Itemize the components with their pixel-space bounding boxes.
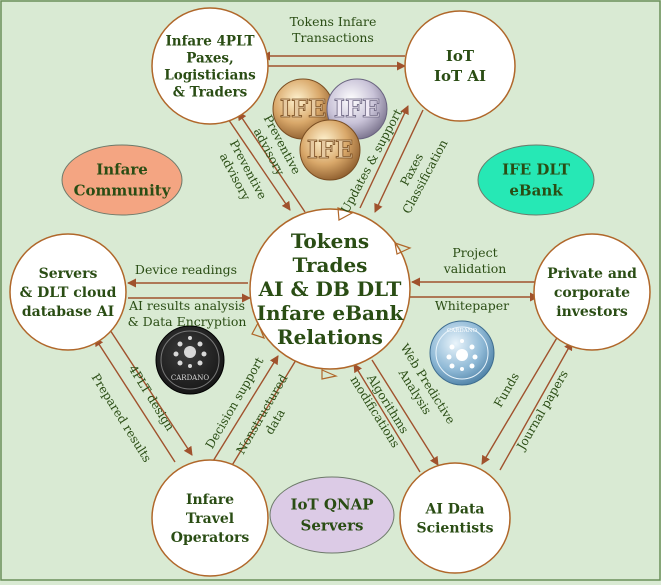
text-line: IoT AI — [434, 67, 486, 85]
ife-coin-right-label: IFE — [334, 94, 381, 123]
label-device-readings: Device readings — [135, 262, 237, 277]
node-investors: Private and corporate investors — [533, 233, 651, 351]
cardano-label: CARDANO — [171, 374, 209, 382]
label-ai-results-analysis: AI results analysis& Data Encryption — [128, 298, 247, 329]
relation-arrows — [94, 51, 573, 473]
cardano-coin-dark: CARDANO — [155, 325, 225, 395]
text-line: Relations — [277, 325, 383, 349]
text-line: Logisticians — [164, 68, 256, 84]
text-line: Scientists — [416, 521, 493, 537]
text-line: Project — [452, 245, 497, 260]
ife-coin-bottom — [299, 119, 361, 181]
text-line: Travel — [186, 511, 234, 527]
node-investors-label: Private and corporate investors — [547, 266, 637, 320]
arrow-center-to-scientists — [371, 359, 439, 466]
text-line: Infare 4PLT — [165, 34, 254, 50]
text-line: Tokens Infare — [290, 14, 377, 29]
ife-coin-bottom-label: IFE — [307, 135, 354, 164]
text-line: Whitepaper — [435, 298, 509, 313]
cardano-blue-label: CARDANO — [447, 328, 478, 334]
arrow-travel-to-servers — [94, 337, 176, 463]
ife-dlt-ebank: IFE DLT eBank — [477, 144, 595, 216]
arrow-investors-to-scientists — [481, 335, 559, 465]
text-line: IFE DLT — [502, 161, 571, 179]
text-line: validation — [443, 261, 507, 276]
text-line: IoT — [446, 47, 475, 65]
node-iot: IoT IoT AI — [404, 10, 516, 122]
label-whitepaper: Whitepaper — [435, 298, 509, 313]
text-line: & Data Encryption — [128, 314, 247, 329]
node-servers: Servers & DLT cloud database AI — [9, 233, 127, 351]
node-iot-label: IoT IoT AI — [434, 47, 486, 85]
text-line: Paxes, — [186, 51, 233, 67]
arrow-travel-to-center — [209, 355, 279, 467]
text-line: Servers — [301, 517, 364, 535]
text-line: Community — [74, 182, 172, 200]
node-servers-label: Servers & DLT cloud database AI — [20, 266, 117, 320]
text-line: Trades — [293, 253, 368, 277]
text-line: IoT QNAP — [290, 496, 373, 514]
ife-dlt-ebank-label: IFE DLT eBank — [502, 161, 571, 200]
text-line: Infare — [96, 161, 148, 179]
ife-coin-left-label: IFE — [280, 94, 327, 123]
arrow-center-to-iot — [359, 105, 409, 209]
text-line: corporate — [554, 285, 630, 301]
text-line: Private and — [547, 266, 637, 282]
arrow-scientists-to-center — [353, 363, 421, 473]
arrow-center-to-4plt — [237, 111, 306, 213]
text-line: Transactions — [292, 30, 374, 45]
text-line: Tokens — [291, 229, 369, 253]
text-line: & Traders — [173, 85, 248, 101]
text-line: AI Data — [424, 502, 484, 518]
text-line: AI results analysis — [128, 298, 245, 313]
text-line: AI & DB DLT — [258, 277, 402, 301]
text-line: Servers — [39, 266, 98, 282]
text-line: Device readings — [135, 262, 237, 277]
arrow-4plt-to-center-a — [221, 109, 291, 211]
text-line: Infare — [186, 492, 234, 508]
text-line: Infare eBank — [257, 301, 405, 325]
arrow-scientists-to-investors — [499, 341, 573, 471]
text-line: & DLT cloud — [20, 285, 117, 301]
arrow-center-to-travel — [227, 359, 297, 473]
text-line: eBank — [509, 182, 563, 200]
text-line: database AI — [22, 304, 114, 320]
iot-qnap: IoT QNAP Servers — [269, 476, 395, 554]
text-line: investors — [556, 304, 628, 320]
arrow-iot-to-center — [374, 109, 424, 213]
cardano-coin-blue: CARDANO — [429, 320, 495, 386]
ife-coins: IFE IFE IFE — [272, 78, 388, 181]
iot-qnap-label: IoT QNAP Servers — [290, 496, 373, 535]
text-line: Operators — [171, 530, 250, 546]
arrow-servers-to-travel — [109, 329, 193, 456]
